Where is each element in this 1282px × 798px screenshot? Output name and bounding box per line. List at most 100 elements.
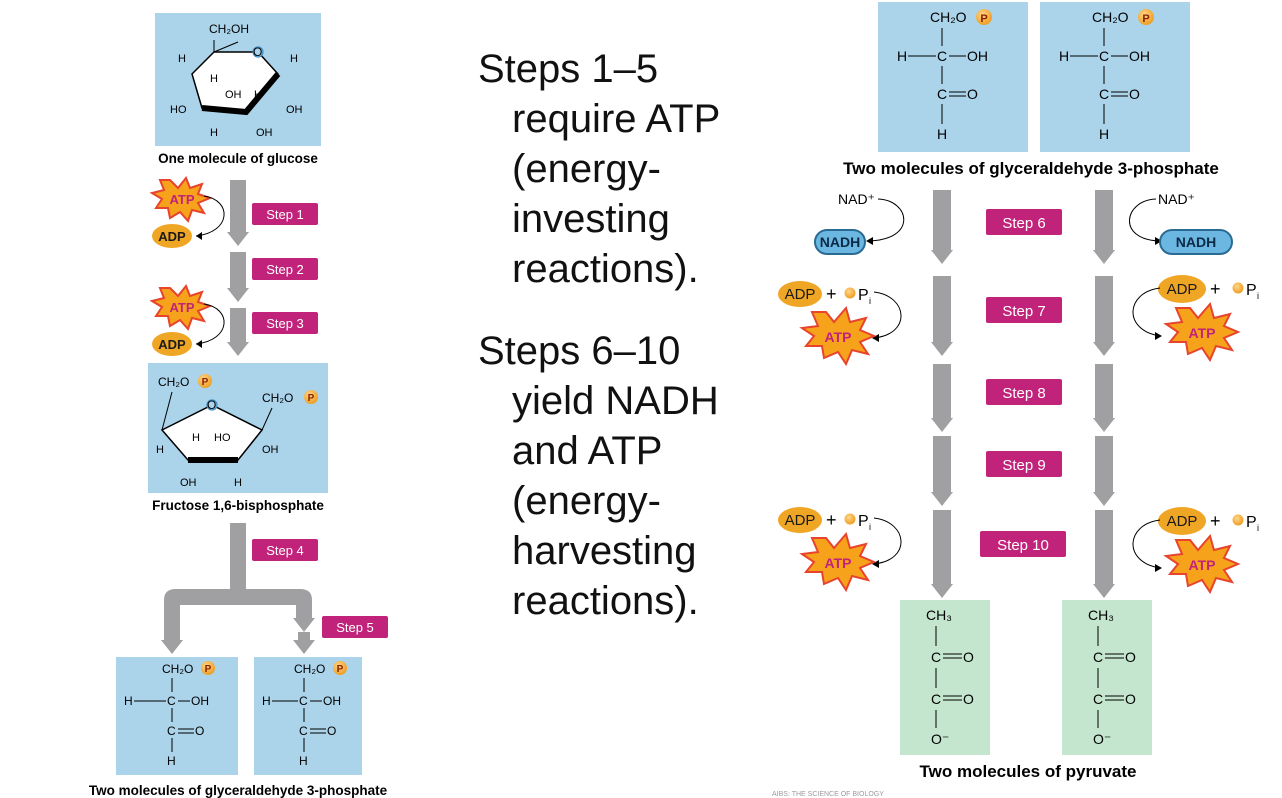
svg-text:O: O	[963, 649, 974, 665]
energy-investing-paragraph: Steps 1–5 require ATP (energy- investing…	[478, 44, 778, 294]
svg-text:C: C	[1099, 86, 1109, 102]
left-bottom-caption: Two molecules of glyceraldehyde 3-phosph…	[89, 783, 388, 798]
adp-badge: ADP	[1158, 275, 1206, 303]
svg-text:Step 5: Step 5	[336, 620, 374, 635]
text-line: require ATP	[512, 97, 721, 141]
svg-text:Step 2: Step 2	[266, 262, 304, 277]
plus-sign: +	[826, 510, 837, 530]
step-3-label: Step 3	[252, 312, 318, 334]
adp-badge: ADP	[778, 507, 822, 533]
atp-consumption-arrow	[195, 303, 225, 345]
svg-text:CH₂O: CH₂O	[1092, 9, 1129, 25]
svg-text:P: P	[337, 664, 344, 675]
left-arrow-step1	[227, 180, 249, 246]
phosphate-icon: P	[201, 661, 215, 675]
step-7-label: Step 7	[986, 297, 1062, 323]
svg-text:OH: OH	[262, 444, 279, 456]
svg-text:CH₃: CH₃	[926, 607, 952, 623]
svg-text:OH: OH	[967, 48, 988, 64]
g3p-structure: CH₂O P H C OH C O H	[116, 657, 238, 775]
glucose-ch2oh: CH₂OH	[209, 22, 249, 36]
glucose-h: H	[210, 127, 218, 139]
text-line: reactions).	[512, 579, 699, 623]
svg-text:Step 9: Step 9	[1002, 457, 1045, 474]
svg-text:C: C	[167, 694, 176, 708]
svg-text:O: O	[207, 398, 216, 412]
svg-text:Step 8: Step 8	[1002, 385, 1045, 402]
adp-badge: ADP	[1158, 507, 1206, 535]
svg-text:ADP: ADP	[158, 337, 186, 352]
glucose-oh: OH	[256, 127, 273, 139]
nad-label: NAD⁺	[838, 191, 875, 207]
glucose-h: H	[178, 53, 186, 65]
atp-burst: ATP	[799, 531, 877, 593]
svg-text:C: C	[299, 694, 308, 708]
glucose-oh: OH	[286, 104, 303, 116]
glucose-ho: HO	[170, 104, 187, 116]
svg-text:CH₂O: CH₂O	[294, 662, 325, 676]
step-5-label: Step 5	[322, 616, 388, 638]
text-line: and ATP	[512, 429, 663, 473]
svg-text:O: O	[963, 691, 974, 707]
left-arrow-step2	[227, 252, 249, 302]
adp-badge: ADP	[152, 332, 192, 356]
phosphate-icon: P	[1138, 9, 1154, 25]
glucose-caption: One molecule of glucose	[158, 151, 318, 166]
step-4-label: Step 4	[252, 539, 318, 561]
svg-text:H: H	[897, 48, 907, 64]
svg-text:ATP: ATP	[825, 329, 852, 345]
svg-text:OH: OH	[323, 694, 341, 708]
right-top-caption: Two molecules of glyceraldehyde 3-phosph…	[843, 159, 1219, 178]
glucose-ring-o: O	[253, 45, 262, 59]
phosphate-icon: P	[976, 9, 992, 25]
right-arrows	[931, 190, 1115, 598]
atp-burst: ATP	[149, 284, 213, 331]
svg-text:O: O	[1125, 691, 1136, 707]
svg-text:O: O	[1129, 86, 1140, 102]
nadh-badge: NADH	[1159, 229, 1233, 255]
svg-text:ATP: ATP	[1189, 557, 1216, 573]
svg-text:i: i	[869, 522, 871, 532]
svg-text:Step 4: Step 4	[266, 543, 304, 558]
svg-text:H: H	[262, 694, 271, 708]
svg-text:H: H	[156, 444, 164, 456]
svg-text:H: H	[124, 694, 133, 708]
pyruvate-structure: CH₃ C O C O O⁻	[1062, 600, 1152, 755]
svg-text:ADP: ADP	[785, 286, 816, 303]
step-10-label: Step 10	[980, 531, 1066, 557]
steps-1-5-heading: Steps 1–5	[478, 47, 659, 91]
split-arrow-step4	[161, 523, 315, 654]
svg-text:O: O	[195, 724, 204, 738]
svg-text:P: P	[858, 287, 869, 304]
svg-text:H: H	[1059, 48, 1069, 64]
step-2-label: Step 2	[252, 258, 318, 280]
glucose-oh: OH	[225, 89, 242, 101]
svg-text:P: P	[858, 513, 869, 530]
svg-text:P: P	[205, 664, 212, 675]
svg-text:H: H	[167, 754, 176, 768]
pyruvate-structure: CH₃ C O C O O⁻	[900, 600, 990, 755]
svg-text:C: C	[1093, 649, 1103, 665]
glucose-structure: CH₂OH O H H H OH H HO OH H OH	[155, 13, 321, 146]
svg-text:O: O	[967, 86, 978, 102]
svg-text:O⁻: O⁻	[931, 731, 949, 747]
svg-text:H: H	[192, 432, 200, 444]
energy-harvesting-paragraph: Steps 6–10 yield NADH and ATP (energy- h…	[478, 326, 778, 626]
svg-text:C: C	[937, 48, 947, 64]
atp-burst: ATP	[1163, 301, 1241, 363]
svg-text:ATP: ATP	[825, 555, 852, 571]
svg-text:C: C	[937, 86, 947, 102]
text-line: yield NADH	[512, 379, 719, 423]
svg-text:ADP: ADP	[1167, 513, 1198, 530]
svg-text:CH₂O: CH₂O	[158, 375, 189, 389]
svg-text:Step 10: Step 10	[997, 537, 1049, 554]
svg-text:NADH: NADH	[1176, 234, 1216, 250]
left-arrow-step3	[227, 308, 249, 356]
phosphate-icon: P	[198, 374, 212, 388]
step-9-label: Step 9	[986, 451, 1062, 477]
svg-text:NADH: NADH	[820, 234, 860, 250]
svg-text:H: H	[1099, 126, 1109, 142]
